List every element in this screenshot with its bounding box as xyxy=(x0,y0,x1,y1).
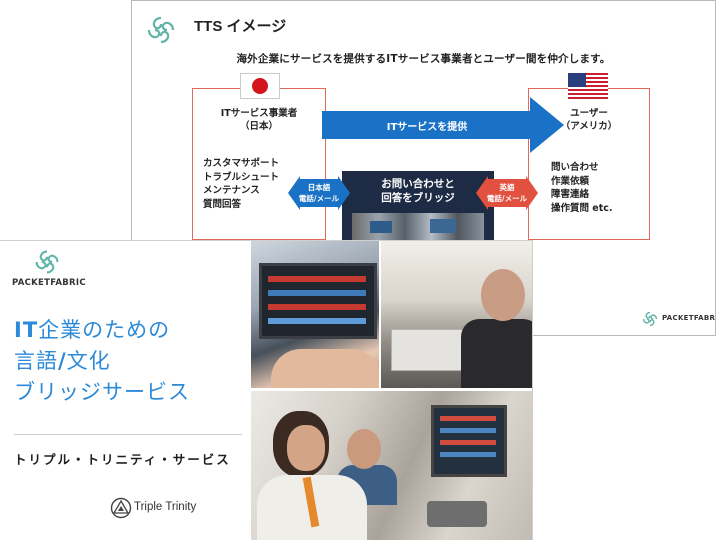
provider-heading: ITサービス事業者 （日本） xyxy=(220,108,298,132)
list-item: メンテナンス xyxy=(203,185,260,196)
service-arrow xyxy=(322,111,532,139)
user-heading: ユーザー （アメリカ） xyxy=(560,108,618,132)
packetfabric-logo-icon xyxy=(35,250,59,274)
list-item: 障害連絡 xyxy=(551,189,590,200)
divider xyxy=(14,434,242,435)
provider-task-list: カスタマサポート トラブルシュート メンテナンス 質問回答 xyxy=(203,157,279,211)
user-request-list: 問い合わせ 作業依頼 障害連絡 操作質問 etc. xyxy=(551,161,613,215)
list-item: 操作質問 etc. xyxy=(551,202,613,214)
service-arrow-head xyxy=(530,97,564,153)
bridge-label: お問い合わせと 回答をブリッジ xyxy=(381,178,455,204)
packetfabric-logo-icon xyxy=(147,16,175,44)
english-channel-arrow: 英語 電話/メール xyxy=(476,176,538,210)
tts-image-slide: TTS イメージ 海外企業にサービスを提供するITサービス事業者とユーザー間を仲… xyxy=(131,0,716,336)
office-photo xyxy=(352,213,484,243)
list-item: 質問回答 xyxy=(203,198,242,210)
list-item: トラブルシュート xyxy=(203,171,280,183)
photo-call-center-woman xyxy=(251,391,532,540)
photo-operator-man xyxy=(381,241,532,388)
photo-monitor-typing xyxy=(251,241,379,388)
brochure-cover-slide: PACKETFABRIC IT企業のための 言語/文化 ブリッジサービス トリプ… xyxy=(0,240,533,540)
it-provider-box: ITサービス事業者 （日本） カスタマサポート トラブルシュート メンテナンス … xyxy=(192,88,326,240)
service-arrow-label: ITサービスを提供 xyxy=(386,122,468,133)
list-item: 問い合わせ xyxy=(551,162,599,173)
triple-trinity-wordmark: Triple Trinity xyxy=(134,501,197,513)
cover-headline: IT企業のための 言語/文化 ブリッジサービス xyxy=(14,318,190,404)
packetfabric-logo-icon xyxy=(642,311,658,327)
list-item: カスタマサポート xyxy=(203,158,280,169)
cover-brand: PACKETFABRIC xyxy=(12,278,86,288)
japanese-channel-arrow: 日本語 電話/メール xyxy=(288,176,350,210)
japan-flag-icon xyxy=(240,73,280,99)
footer-brand: PACKETFABRIC xyxy=(662,314,716,322)
list-item: 作業依頼 xyxy=(551,175,590,187)
cover-tagline: トリプル・トリニティ・サービス xyxy=(14,452,231,467)
us-flag-icon xyxy=(568,73,608,99)
bridge-panel: お問い合わせと 回答をブリッジ xyxy=(342,171,494,243)
slide-subtitle: 海外企業にサービスを提供するITサービス事業者とユーザー間を仲介します。 xyxy=(236,53,611,65)
slide-title: TTS イメージ xyxy=(194,18,287,35)
triple-trinity-logo-icon xyxy=(110,497,132,519)
